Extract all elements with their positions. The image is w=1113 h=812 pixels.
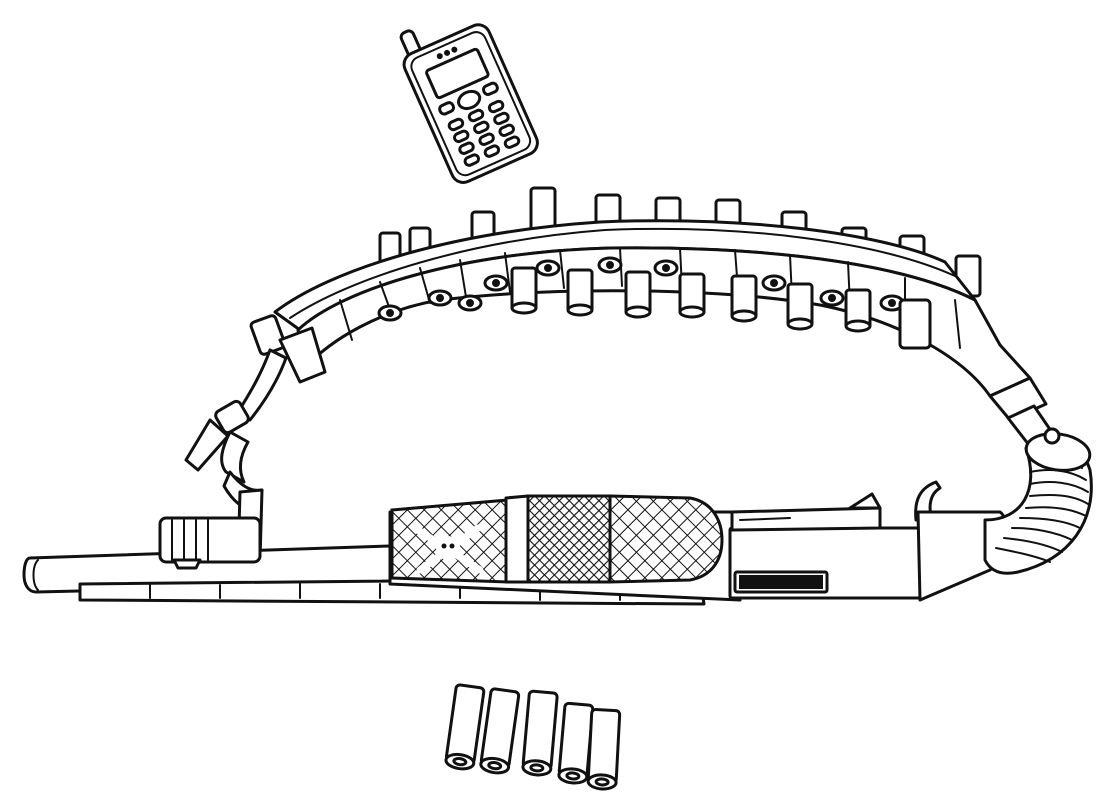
cell-phone — [399, 23, 539, 184]
skull-and-crossbones-icon — [414, 524, 484, 574]
belt-shell-caps — [377, 256, 905, 322]
shell — [479, 687, 521, 775]
shell — [557, 701, 595, 785]
shell — [521, 689, 559, 777]
grip-wrap-middle — [526, 494, 612, 584]
ammo-belt — [184, 186, 1062, 564]
belt-left-strap — [184, 314, 327, 564]
shotgun — [22, 427, 1093, 606]
phone-keypad — [447, 99, 521, 167]
shell — [444, 683, 486, 771]
shotgun-shells — [444, 683, 622, 791]
belt-shells-bottom — [510, 266, 932, 350]
shell — [586, 708, 622, 791]
grip-wrap-right — [608, 494, 724, 584]
